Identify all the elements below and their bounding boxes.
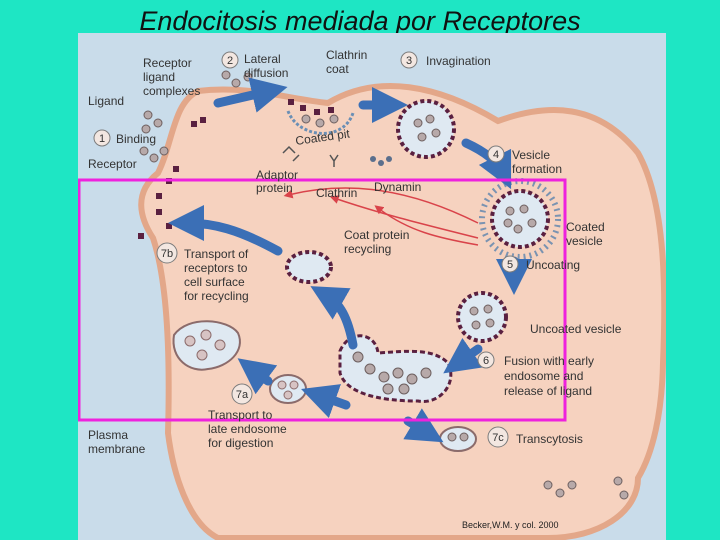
step6-number: 6: [483, 355, 489, 367]
uncoated-vesicle: [456, 291, 508, 343]
label-uncoating: Uncoating: [526, 258, 580, 272]
step-badge-7a: [231, 383, 253, 405]
label-invagination: Invagination: [426, 54, 491, 68]
label-coat-recycling: Coat protein recycling: [344, 228, 413, 256]
label-coated-vesicle: Coated vesicle: [566, 220, 608, 248]
recycling-vesicle: [285, 250, 333, 284]
invagination-vesicle: [396, 99, 456, 159]
step-badge-2: [221, 51, 239, 69]
cell-body: [138, 83, 666, 540]
step3-number: 3: [406, 55, 412, 67]
highlight-box: [78, 178, 567, 422]
citation: Becker,W.M. y col. 2000: [462, 520, 559, 530]
step7b-number: 7b: [161, 248, 173, 260]
step-badge-3: [400, 51, 418, 69]
coat-protein-symbols: [282, 145, 392, 167]
label-receptor-ligand: Receptor ligand complexes: [143, 56, 200, 98]
coat-recycling-arrows: [283, 187, 479, 246]
label-binding: Binding: [116, 132, 156, 146]
step4-number: 4: [493, 149, 499, 161]
label-adaptor-protein: Adaptor protein: [256, 168, 301, 195]
label-transport-late-endosome: Transport to late endosome for digestion: [208, 408, 290, 450]
slide-title: Endocitosis mediada por Receptores: [139, 6, 581, 36]
step-badge-5: [501, 255, 519, 273]
early-endosome: [338, 334, 453, 403]
step-badge-6: [477, 351, 495, 369]
label-lateral-diffusion: Lateral diffusion: [244, 52, 288, 80]
step-badge-4: [487, 145, 505, 163]
coated-vesicle: [479, 178, 561, 260]
label-transcytosis: Transcytosis: [516, 432, 583, 446]
step-badge-1: [93, 129, 111, 147]
label-dynamin: Dynamin: [374, 180, 421, 194]
extracellular-ligands: [139, 70, 253, 163]
label-transport-recycling: Transport of receptors to cell surface f…: [184, 247, 252, 303]
late-endosome: [172, 320, 307, 404]
step7c-number: 7c: [492, 432, 504, 444]
label-vesicle-formation: Vesicle formation: [512, 148, 562, 176]
label-plasma-membrane: Plasma membrane: [88, 428, 146, 456]
endocytosis-figure: Receptor ligand complexes 2 Lateral diff…: [78, 33, 666, 540]
step7a-number: 7a: [236, 389, 249, 401]
step-badge-7c: [487, 426, 509, 448]
label-receptor: Receptor: [88, 157, 137, 171]
label-uncoated-vesicle: Uncoated vesicle: [530, 322, 622, 336]
label-clathrin-coat: Clathrin coat: [326, 48, 371, 76]
step-badge-7b: [156, 242, 178, 264]
step2-number: 2: [227, 55, 233, 67]
coated-pit: [286, 110, 355, 135]
label-ligand: Ligand: [88, 94, 124, 108]
label-clathrin: Clathrin: [316, 186, 357, 200]
membrane-receptors: [138, 99, 334, 239]
step5-number: 5: [507, 259, 513, 271]
label-fusion: Fusion with early endosome and release o…: [504, 354, 597, 398]
step1-number: 1: [99, 133, 105, 145]
